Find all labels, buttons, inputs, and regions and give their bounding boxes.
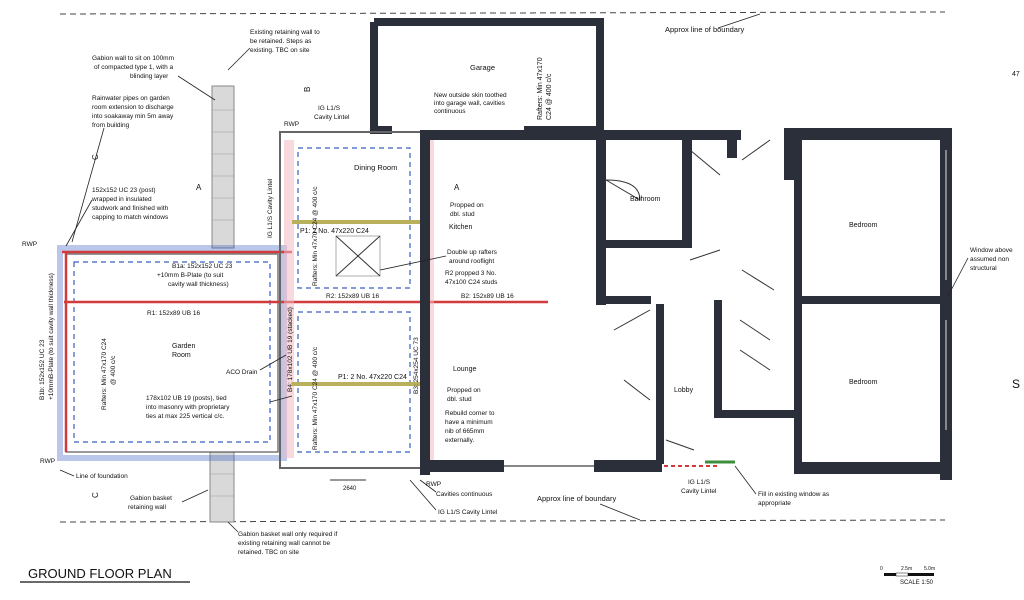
room-label-lobby: Lobby — [674, 387, 694, 394]
line-of-foundation-note: Line of foundation — [76, 473, 128, 480]
room-label-garage: Garage — [470, 63, 495, 72]
section-marker-c: C — [91, 154, 100, 160]
r2-propped-note: R2 propped 3 No.47x100 C24 studs — [445, 270, 498, 286]
beam-r1-label: R1: 152x89 UB 16 — [147, 310, 201, 317]
garage-walls — [370, 18, 604, 134]
rwp-label: RWP — [284, 121, 299, 128]
beam-b2-label: B2: 152x89 UB 16 — [461, 293, 514, 300]
room-label-bedroom-2: Bedroom — [849, 379, 878, 386]
dining-rafters-note: Rafters: Min 47x70 C24 @ 400 c/c — [312, 186, 319, 286]
svg-text:0: 0 — [880, 566, 883, 572]
beam-p1-top-label: P1: 2 No. 47x220 C24 — [300, 228, 369, 235]
beam-b3-label: B3: 254x254 UC 73 — [413, 337, 420, 394]
aco-drain-note: ACO Drain — [226, 369, 258, 376]
boundary-line-bottom — [59, 519, 946, 523]
rwp-label: RWP — [426, 481, 441, 488]
section-marker-c: C — [91, 492, 100, 498]
beam-b1a-label: B1a: 152x152 UC 23+10mm B-Plate (to suit… — [157, 263, 233, 288]
section-marker-a: A — [196, 183, 202, 192]
svg-text:5.0m: 5.0m — [924, 566, 935, 572]
rwp-label: RWP — [40, 458, 55, 465]
beam-b4-label: B4: 178x102 UB 19 (stacked) — [287, 307, 294, 392]
rwp-label: RWP — [22, 241, 37, 248]
room-label-dining: Dining Room — [354, 163, 397, 172]
cut-label-s: S — [1012, 377, 1020, 391]
beam-p1-bottom-label: P1: 2 No. 47x220 C24 — [338, 374, 407, 381]
drawing-title: GROUND FLOOR PLAN — [28, 566, 172, 581]
scale-bar: 0 2.5m 5.0m SCALE 1:50 — [880, 566, 935, 586]
section-marker-b: B — [303, 87, 312, 92]
beam-b4 — [284, 140, 294, 458]
cavities-note: Cavities continuous — [436, 491, 493, 498]
scale-label: SCALE 1:50 — [900, 580, 934, 586]
svg-text:2.5m: 2.5m — [901, 566, 912, 572]
section-marker-a: A — [454, 183, 460, 192]
lintel-side-label: IG L1/S Cavity Lintel — [267, 178, 274, 238]
dimension-2640: 2640 — [343, 486, 357, 492]
rooflight — [335, 235, 381, 277]
beam-r2-label: R2: 152x89 UB 16 — [326, 293, 380, 300]
dining-room-wall — [279, 131, 429, 469]
door-swings — [605, 139, 775, 451]
boundary-note-bottom: Approx line of boundary — [537, 494, 616, 503]
room-label-bedroom-1: Bedroom — [849, 222, 878, 229]
lounge-rafters-note: Rafters: Min 47x170 C24 @ 400 c/c — [312, 346, 319, 450]
room-label-bathroom: Bathroom — [630, 196, 661, 203]
gabion-wall-bottom — [209, 451, 235, 523]
beam-b1b-label: B1b: 152x152 UC 23+10mmB-Plate (to suit … — [39, 273, 55, 400]
garden-rafters-note: Rafters: Min 47x170 C24@ 400 c/c — [101, 338, 117, 410]
garden-room-inner — [73, 261, 271, 443]
boundary-note-top: Approx line of boundary — [665, 25, 744, 34]
room-label-lounge: Lounge — [453, 366, 476, 373]
room-label-kitchen: Kitchen — [449, 224, 472, 231]
house-walls — [420, 128, 952, 480]
lintel-bottom-note: IG L1/S Cavity Lintel — [438, 509, 498, 516]
gabion-wall-top — [211, 85, 235, 249]
boundary-line-top — [59, 11, 946, 15]
cut-label-47: 47 — [1012, 71, 1020, 78]
dining-room-inner — [297, 147, 411, 289]
post-note: 152x152 UC 23 (post)wrapped in insulated… — [91, 187, 169, 221]
